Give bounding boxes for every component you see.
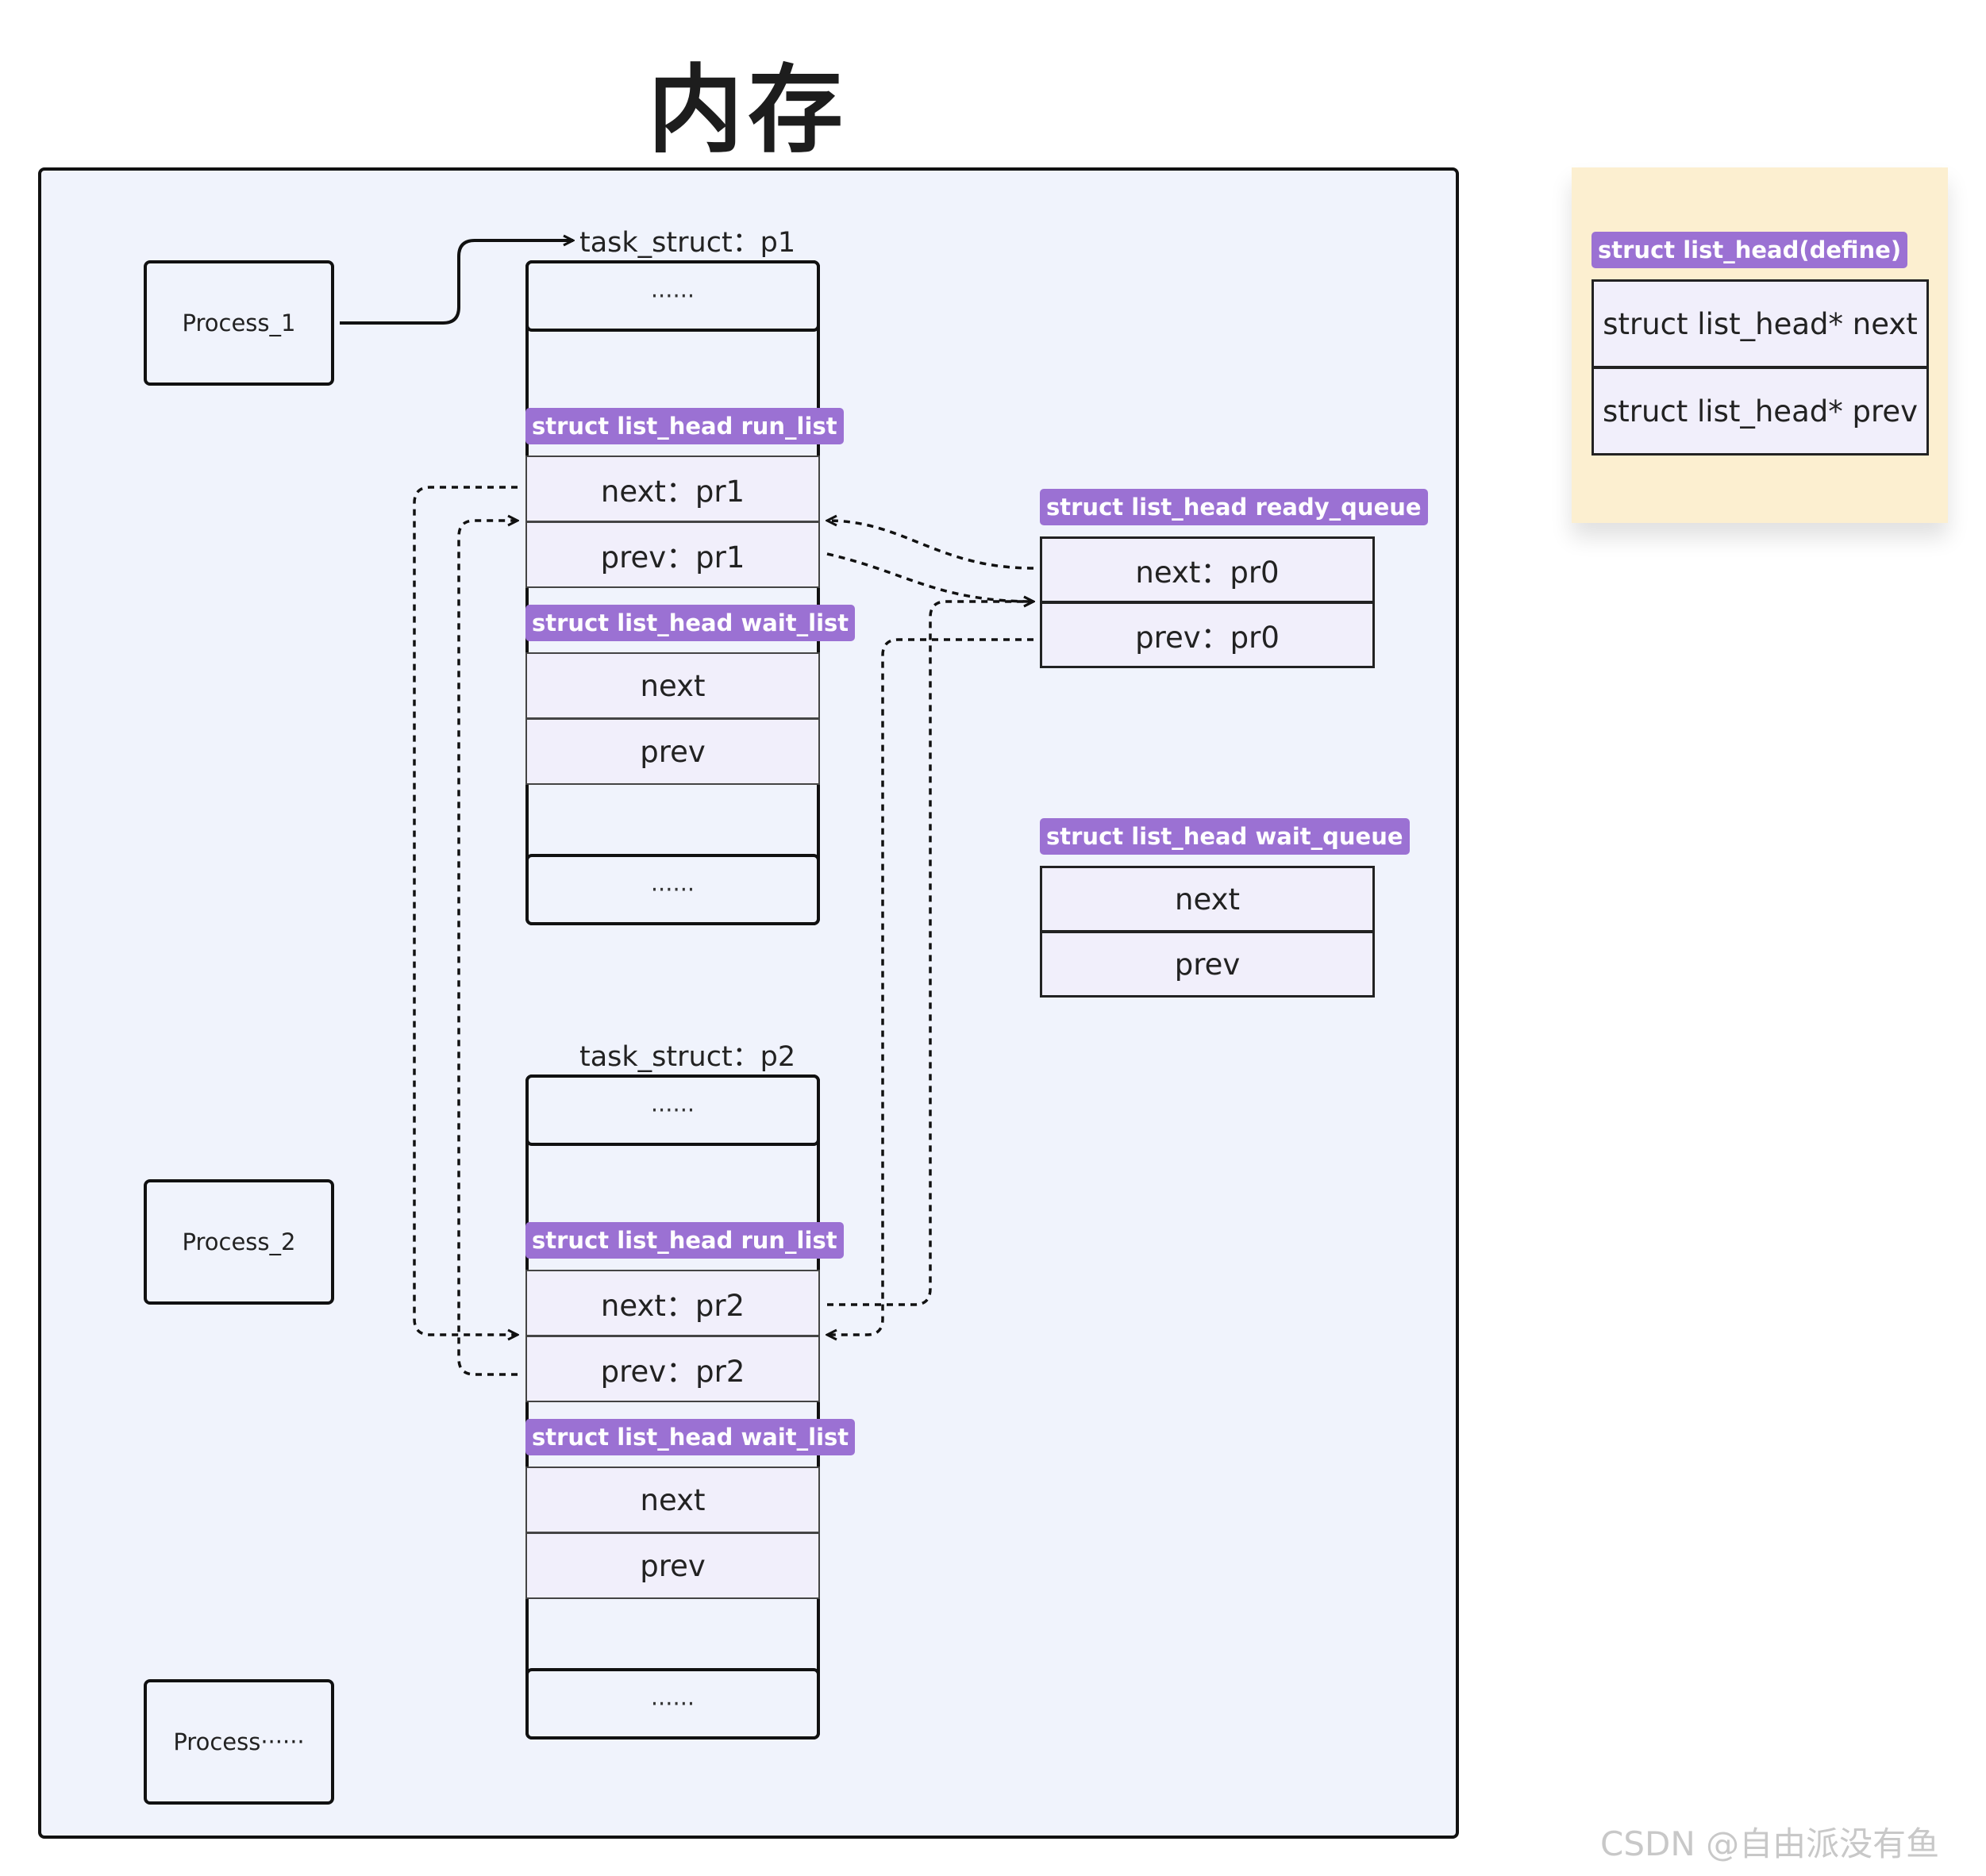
- ready-prev-to-p2-link: [827, 638, 1033, 1335]
- p2-run-list-next: next：pr2: [525, 1270, 820, 1336]
- p2-wait-list-next: next: [525, 1467, 820, 1533]
- task-struct-p2-label: task_struct：p2: [579, 1041, 796, 1073]
- task-struct-p1-top-dots: ······: [525, 260, 820, 332]
- legend-prev-field: struct list_head* prev: [1591, 367, 1929, 456]
- legend-badge: struct list_head(define): [1591, 232, 1908, 268]
- task-struct-p2-bottom-dots: ······: [525, 1668, 820, 1740]
- task-struct-p2: [525, 1074, 820, 1740]
- p1-run-list-prev: prev：pr1: [525, 521, 820, 588]
- task-struct-p1-bottom-dots: ······: [525, 854, 820, 925]
- task-struct-p2-top-dots: ······: [525, 1074, 820, 1146]
- task-struct-p1-label: task_struct：p1: [579, 227, 796, 259]
- process1-to-p1-arrow: [340, 240, 573, 325]
- p1-run-list-badge: struct list_head run_list: [525, 408, 844, 444]
- p1-prev-to-ready-link: [826, 552, 1033, 602]
- task-struct-p1: [525, 260, 820, 925]
- watermark: CSDN @自由派没有鱼: [1600, 1824, 1940, 1863]
- process-2-box: Process_2: [144, 1179, 334, 1305]
- wait-queue-badge: struct list_head wait_queue: [1040, 818, 1410, 855]
- memory-title: 内存: [648, 56, 848, 166]
- process-1-box: Process_1: [144, 260, 334, 386]
- p1-wait-list-next: next: [525, 652, 820, 719]
- p1-wait-list-badge: struct list_head wait_list: [525, 605, 856, 641]
- p2-wait-list-badge: struct list_head wait_list: [525, 1419, 856, 1455]
- p1-next-to-p2-next-link: [413, 486, 518, 1335]
- p2-wait-list-prev: prev: [525, 1532, 820, 1599]
- ready-queue-next: next：pr0: [1040, 536, 1375, 603]
- legend-next-field: struct list_head* next: [1591, 279, 1929, 368]
- p2-run-list-prev: prev：pr2: [525, 1336, 820, 1402]
- p1-wait-list-prev: prev: [525, 718, 820, 785]
- ready-queue-badge: struct list_head ready_queue: [1040, 489, 1428, 525]
- ready-next-to-p1-link: [827, 521, 1034, 570]
- process-more-box: Process······: [144, 1679, 334, 1805]
- p2-next-to-ready-link: [827, 602, 1033, 1306]
- p2-prev-to-p1-prev-link: [457, 521, 518, 1376]
- ready-queue-prev: prev：pr0: [1040, 602, 1375, 668]
- p2-run-list-badge: struct list_head run_list: [525, 1222, 844, 1259]
- wait-queue-prev: prev: [1040, 931, 1375, 998]
